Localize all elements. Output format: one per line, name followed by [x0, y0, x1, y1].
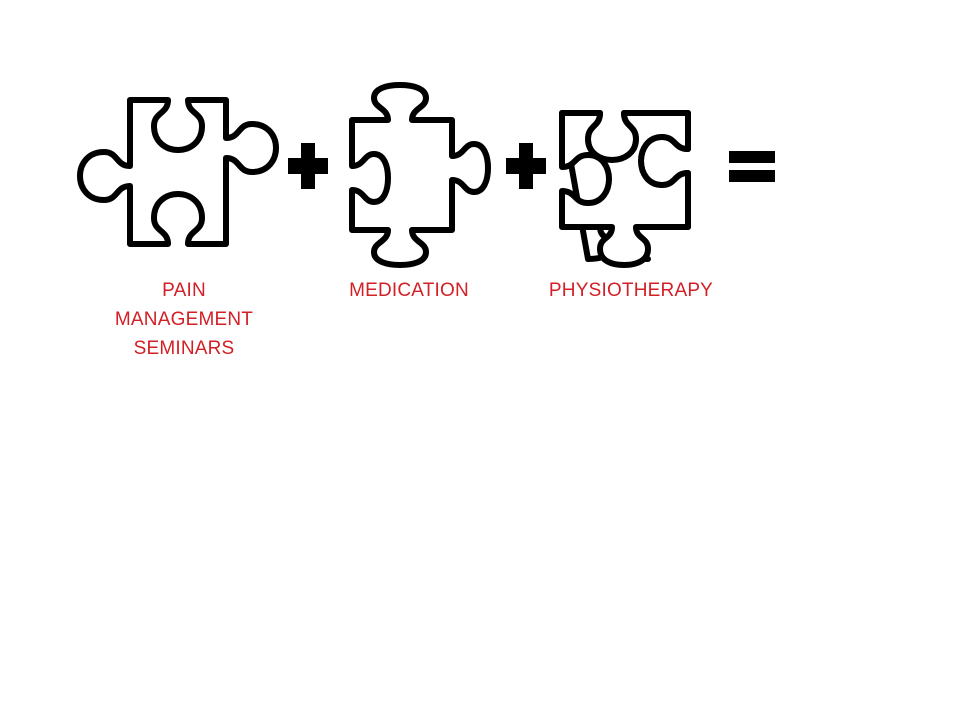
equals-icon	[729, 151, 775, 182]
puzzle-piece-physiotherapy[interactable]	[552, 103, 698, 268]
puzzle-piece-icon	[77, 97, 279, 247]
label-pain-management-seminars: PAIN MANAGEMENT SEMINARS	[114, 280, 254, 359]
puzzle-piece-medication[interactable]	[340, 82, 491, 268]
puzzle-piece-icon	[559, 110, 691, 268]
puzzle-piece-pain-management-seminars[interactable]	[72, 92, 284, 252]
plus-operator-2	[504, 141, 548, 191]
label-physiotherapy: PHYSIOTHERAPY	[548, 280, 714, 301]
label-medication: MEDICATION	[349, 280, 469, 301]
plus-icon	[288, 143, 328, 189]
puzzle-piece-icon	[349, 82, 491, 268]
equals-operator	[728, 148, 776, 186]
plus-operator-1	[286, 141, 330, 191]
plus-icon	[506, 143, 546, 189]
